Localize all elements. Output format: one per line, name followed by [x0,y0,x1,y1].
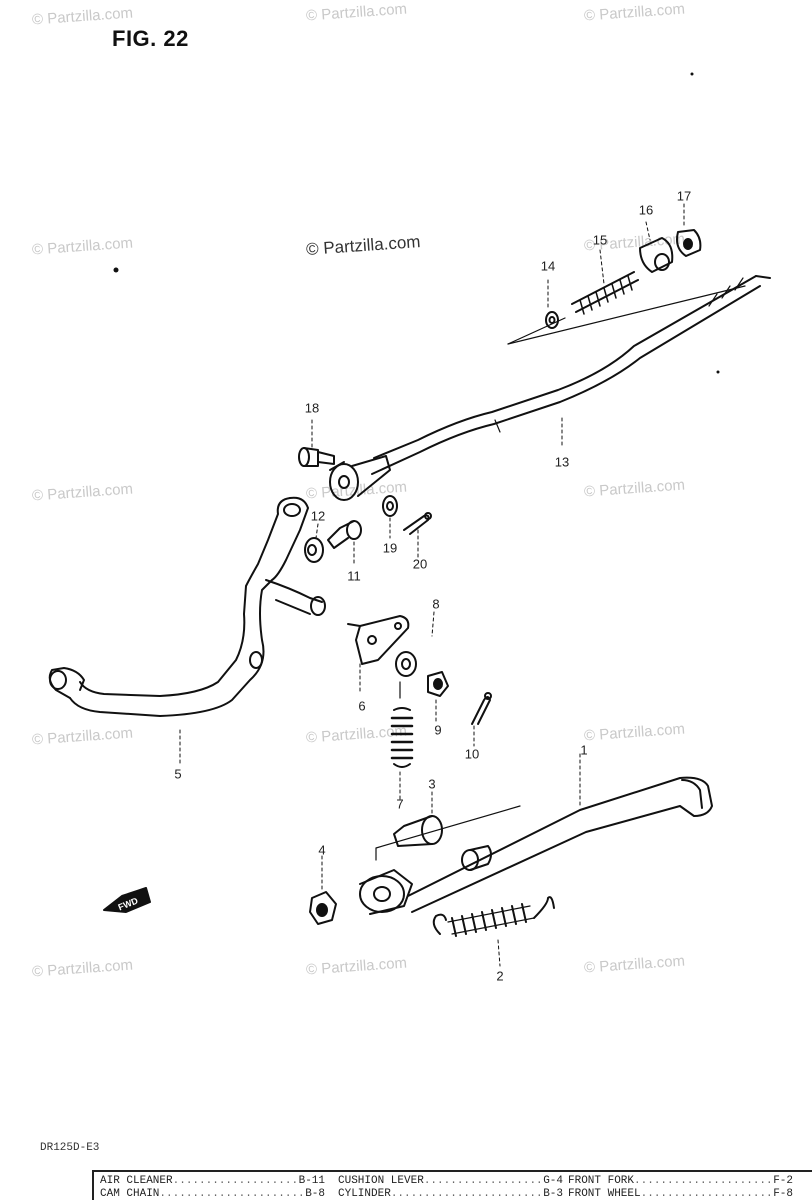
bolt-part [327,520,362,549]
index-ref: B-8 [305,1188,325,1200]
index-row: CYLINDER B-3 [338,1188,563,1200]
cotter-pin-part [471,692,492,725]
return-spring-part [432,896,555,937]
spring-nut-assembly-part [545,229,702,329]
callout-18: 18 [304,400,320,416]
pivot-nut-part [309,891,337,925]
index-ref: F-2 [773,1175,793,1187]
callout-13: 13 [554,454,570,470]
leader-lines [179,203,685,967]
index-ref: F-8 [773,1188,793,1200]
callout-12: 12 [310,508,326,524]
callout-10: 10 [464,746,480,762]
brake-pedal-part [48,496,326,717]
index-row: FRONT WHEEL F-8 [568,1188,793,1200]
index-ref: B-3 [543,1188,563,1200]
cotter-pin-part [403,512,432,535]
callout-8: 8 [432,596,440,612]
callout-2: 2 [496,968,504,984]
callout-11: 11 [347,568,361,584]
index-row: CUSHION LEVER G-4 [338,1175,563,1188]
callout-15: 15 [592,232,608,248]
rod-joint-part [329,455,391,501]
callout-7: 7 [396,796,404,812]
index-name: AIR CLEANER [100,1175,173,1187]
index-ref: B-11 [298,1175,325,1187]
index-name: CYLINDER [338,1188,391,1200]
index-row: CAM CHAIN B-8 [100,1188,325,1200]
callout-14: 14 [540,258,556,274]
callout-4: 4 [318,842,326,858]
index-column: FRONT FORK F-2 FRONT WHEEL F-8 [568,1175,793,1200]
callout-17: 17 [676,188,692,204]
nut-part [304,537,324,563]
figure-title: FIG. 22 [112,26,189,51]
callout-3: 3 [428,776,436,792]
index-name: CAM CHAIN [100,1188,160,1200]
side-stand-part [359,776,713,915]
callout-5: 5 [174,766,182,782]
pivot-bolt-part [393,815,443,847]
index-ref: G-4 [543,1175,563,1187]
index-name: FRONT WHEEL [568,1188,641,1200]
callout-19: 19 [382,540,398,556]
callout-20: 20 [412,556,428,572]
index-column: CUSHION LEVER G-4 CYLINDER B-3 [338,1175,563,1200]
index-row: FRONT FORK F-2 [568,1175,793,1188]
index-column: AIR CLEANER B-11 CAM CHAIN B-8 [100,1175,325,1200]
bracket-plate-part [347,615,410,665]
forward-arrow-icon [103,887,151,913]
callout-16: 16 [638,202,654,218]
clevis-pin-part [298,447,335,467]
index-table: AIR CLEANER B-11 CAM CHAIN B-8 CUSHION LEV… [92,1170,812,1200]
figure-code: DR125D-E3 [40,1142,100,1154]
spring-part [390,651,417,768]
washer-part [382,495,398,517]
callout-6: 6 [358,698,366,714]
index-name: CUSHION LEVER [338,1175,424,1187]
index-row: AIR CLEANER B-11 [100,1175,325,1188]
callout-9: 9 [434,722,442,738]
callout-1: 1 [580,742,588,758]
index-name: FRONT FORK [568,1175,635,1187]
lock-nut-part [427,671,449,697]
brake-rod-part [371,275,771,475]
